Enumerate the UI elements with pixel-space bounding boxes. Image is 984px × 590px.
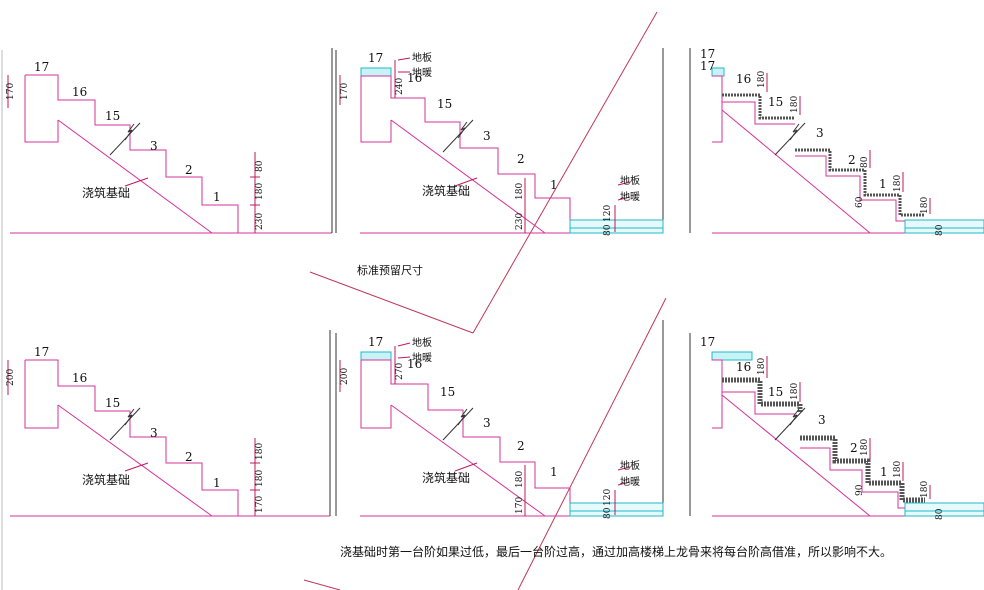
dim-200: 200 bbox=[6, 369, 16, 386]
dim-180: 180 bbox=[893, 175, 903, 192]
dim-180: 180 bbox=[757, 358, 767, 375]
label-17: 17 bbox=[34, 345, 49, 359]
label-16: 16 bbox=[736, 360, 751, 374]
label-17: 17 bbox=[700, 59, 715, 73]
label-15: 15 bbox=[105, 396, 120, 410]
label-1: 1 bbox=[213, 190, 221, 204]
label-3: 3 bbox=[150, 426, 158, 440]
panel-top-2: 17 地板 地暖 16 15 3 2 1 浇筑基础 地板 地暖 170 240 … bbox=[335, 48, 664, 236]
panel-bottom-1: 17 16 15 3 2 1 浇筑基础 200 180 180 170 bbox=[6, 330, 331, 517]
panel-top-1: 17 16 15 3 2 1 浇筑基础 170 80 180 230 bbox=[6, 48, 333, 234]
label-2: 2 bbox=[850, 441, 858, 455]
dim-80: 80 bbox=[935, 508, 945, 520]
label-15: 15 bbox=[440, 385, 455, 399]
label-foundation: 浇筑基础 bbox=[82, 185, 130, 200]
label-floor-heating: 地暖 bbox=[412, 351, 432, 364]
label-2: 2 bbox=[517, 439, 525, 453]
dim-180: 180 bbox=[790, 383, 800, 400]
label-16: 16 bbox=[736, 72, 751, 86]
label-16: 16 bbox=[407, 71, 422, 85]
dim-120: 120 bbox=[603, 205, 613, 222]
dim-180: 180 bbox=[515, 471, 525, 488]
dim-90: 90 bbox=[855, 484, 865, 496]
label-1: 1 bbox=[880, 465, 888, 479]
label-floor-board: 地板 bbox=[620, 174, 640, 187]
label-foundation: 浇筑基础 bbox=[82, 472, 130, 487]
note-text: 浇基础时第一台阶如果过低，最后一台阶过高，通过加高楼梯上龙骨来将每台阶高借准，所… bbox=[340, 545, 893, 559]
dim-80: 80 bbox=[603, 224, 613, 236]
label-17: 17 bbox=[700, 47, 715, 61]
label-17: 17 bbox=[700, 335, 715, 349]
label-floor-heating: 地暖 bbox=[620, 475, 640, 488]
label-2: 2 bbox=[185, 163, 193, 177]
dim-170: 170 bbox=[515, 497, 525, 514]
panel-top-3: 17 17 16 15 3 2 1 180 180 80 180 60 180 … bbox=[689, 47, 984, 236]
label-3: 3 bbox=[816, 126, 824, 140]
label-floor-board: 地板 bbox=[412, 336, 432, 349]
label-floor-heating: 地暖 bbox=[412, 66, 432, 79]
dim-180: 180 bbox=[255, 183, 265, 200]
label-2: 2 bbox=[185, 450, 193, 464]
dim-180: 180 bbox=[920, 197, 930, 214]
dim-180: 180 bbox=[255, 443, 265, 460]
diagonal-lines bbox=[1, 11, 667, 590]
label-3: 3 bbox=[818, 413, 826, 427]
label-15: 15 bbox=[437, 97, 452, 111]
dim-170: 170 bbox=[255, 496, 265, 513]
dim-180: 180 bbox=[893, 461, 903, 478]
label-2: 2 bbox=[517, 152, 525, 166]
label-1: 1 bbox=[550, 178, 558, 192]
dim-240: 240 bbox=[395, 78, 405, 95]
dim-170: 170 bbox=[6, 83, 16, 100]
label-foundation: 浇筑基础 bbox=[422, 470, 470, 485]
dim-170: 170 bbox=[340, 83, 350, 100]
label-floor-board: 地板 bbox=[412, 51, 432, 64]
dim-80: 80 bbox=[935, 224, 945, 236]
label-17: 17 bbox=[368, 51, 383, 65]
label-floor-board: 地板 bbox=[620, 459, 640, 472]
label-2: 2 bbox=[848, 153, 856, 167]
dim-180: 180 bbox=[860, 439, 870, 456]
dim-180: 180 bbox=[757, 71, 767, 88]
dim-180: 180 bbox=[255, 470, 265, 487]
dim-180: 180 bbox=[515, 183, 525, 200]
dim-180: 180 bbox=[920, 481, 930, 498]
panel-bottom-2: 17 地板 地暖 16 15 3 2 1 浇筑基础 地板 地暖 200 270 … bbox=[335, 320, 664, 519]
dim-230: 230 bbox=[255, 213, 265, 230]
dim-270: 270 bbox=[395, 363, 405, 380]
dim-60: 60 bbox=[855, 196, 865, 208]
dim-80: 80 bbox=[860, 156, 870, 168]
label-1: 1 bbox=[213, 476, 221, 490]
label-3: 3 bbox=[483, 416, 491, 430]
label-floor-heating: 地暖 bbox=[620, 190, 640, 203]
label-16: 16 bbox=[72, 85, 87, 99]
label-15: 15 bbox=[105, 109, 120, 123]
label-17: 17 bbox=[368, 335, 383, 349]
label-16: 16 bbox=[407, 357, 422, 371]
label-16: 16 bbox=[72, 371, 87, 385]
label-3: 3 bbox=[150, 139, 158, 153]
dim-180: 180 bbox=[790, 96, 800, 113]
dim-230: 230 bbox=[515, 213, 525, 230]
label-3: 3 bbox=[483, 129, 491, 143]
dim-80: 80 bbox=[603, 507, 613, 519]
label-foundation: 浇筑基础 bbox=[422, 183, 470, 198]
label-15: 15 bbox=[768, 95, 783, 109]
label-1: 1 bbox=[879, 177, 887, 191]
dim-120: 120 bbox=[603, 489, 613, 506]
label-17: 17 bbox=[34, 60, 49, 74]
dim-80: 80 bbox=[255, 160, 265, 172]
label-15: 15 bbox=[768, 385, 783, 399]
label-1: 1 bbox=[550, 465, 558, 479]
panel-bottom-3: 17 16 15 3 2 1 180 180 180 180 90 180 80 bbox=[689, 333, 984, 520]
caption-standard-reserved-size: 标准预留尺寸 bbox=[357, 264, 423, 277]
dim-200: 200 bbox=[340, 368, 350, 385]
